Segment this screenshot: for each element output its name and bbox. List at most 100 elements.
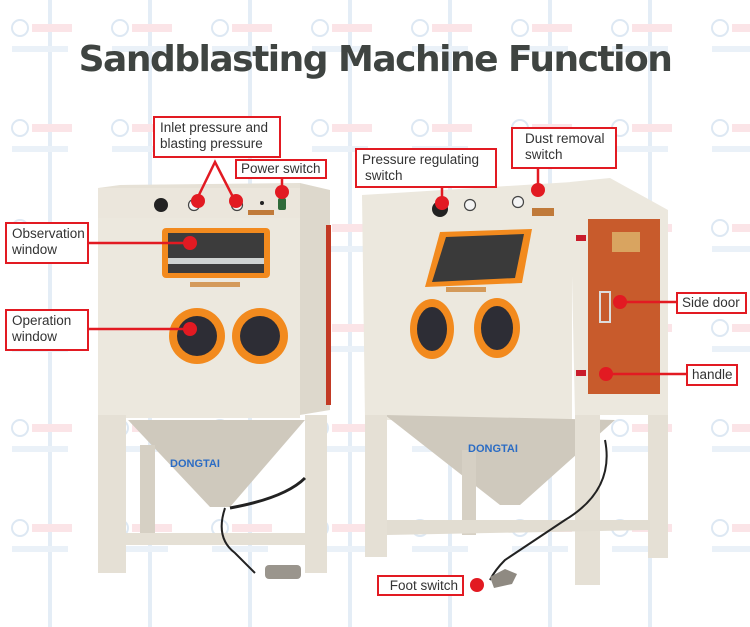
callout-dot bbox=[531, 183, 545, 197]
watermark-brand-mark bbox=[32, 424, 72, 432]
watermark-code-mark bbox=[712, 546, 750, 552]
watermark-code-mark bbox=[12, 546, 68, 552]
label-operation-line1: Operation bbox=[12, 313, 72, 328]
watermark-brand-mark bbox=[232, 24, 272, 32]
watermark-logo-mark bbox=[311, 19, 329, 37]
watermark-logo-mark bbox=[711, 219, 729, 237]
watermark-code-mark bbox=[312, 346, 368, 352]
watermark-code-mark bbox=[712, 246, 750, 252]
machine-brand-logo: DONGTAI bbox=[468, 443, 518, 455]
left-machine-side-door-edge bbox=[326, 225, 331, 405]
watermark-brand-mark bbox=[332, 24, 372, 32]
watermark-brand-mark bbox=[732, 224, 750, 232]
watermark-brand-mark bbox=[332, 424, 372, 432]
watermark-code-mark bbox=[112, 146, 168, 152]
watermark-brand-mark bbox=[732, 124, 750, 132]
nameplate bbox=[248, 210, 274, 215]
watermark-code-mark bbox=[512, 546, 568, 552]
callout-dot bbox=[183, 236, 197, 250]
left-machine-side-panel bbox=[300, 183, 330, 415]
power-switch-icon bbox=[278, 198, 286, 210]
callout-dot bbox=[229, 194, 243, 208]
leg bbox=[305, 415, 327, 573]
watermark-code-mark bbox=[12, 146, 68, 152]
watermark-code-mark bbox=[512, 46, 568, 52]
watermark-logo-mark bbox=[411, 119, 429, 137]
watermark-code-mark bbox=[12, 446, 68, 452]
page-title: Sandblasting Machine Function bbox=[78, 39, 673, 80]
watermark-logo-mark bbox=[11, 419, 29, 437]
label-dust-removal-switch: Dust removal switch bbox=[511, 127, 617, 169]
watermark-code-mark bbox=[712, 46, 750, 52]
callout-dot bbox=[183, 322, 197, 336]
watermark-logo-mark bbox=[711, 419, 729, 437]
callout-dot bbox=[470, 578, 484, 592]
observation-window-glass bbox=[168, 233, 264, 273]
watermark-logo-mark bbox=[611, 419, 629, 437]
leg bbox=[365, 415, 387, 557]
watermark-code-mark bbox=[612, 46, 668, 52]
watermark-brand-mark bbox=[532, 24, 572, 32]
watermark-code-mark bbox=[312, 146, 368, 152]
watermark-code-mark bbox=[712, 346, 750, 352]
watermark-logo-mark bbox=[311, 119, 329, 137]
watermark-brand-mark bbox=[732, 524, 750, 532]
watermark-logo-mark bbox=[611, 19, 629, 37]
watermark-brand-mark bbox=[32, 524, 72, 532]
label-inlet-pressure: Inlet pressure and blasting pressure bbox=[153, 116, 281, 158]
pressure-gauge-icon bbox=[463, 198, 477, 212]
watermark-brand-mark bbox=[732, 424, 750, 432]
label-pressure-regulating-switch: Pressure regulating switch bbox=[355, 148, 497, 188]
right-machine bbox=[362, 178, 668, 588]
foot-pedal-icon bbox=[265, 565, 301, 579]
foot-pedal-icon bbox=[490, 569, 517, 588]
label-observation-window: Observation window bbox=[5, 222, 89, 264]
watermark-logo-mark bbox=[111, 19, 129, 37]
label-inlet-line1: Inlet pressure and bbox=[160, 120, 269, 135]
watermark-code-mark bbox=[212, 46, 268, 52]
watermark-logo-mark bbox=[411, 19, 429, 37]
label-dust-line1: Dust removal bbox=[525, 131, 605, 146]
watermark-brand-mark bbox=[632, 24, 672, 32]
callout-dot bbox=[435, 196, 449, 210]
watermark-brand-mark bbox=[232, 524, 272, 532]
hopper bbox=[128, 420, 305, 507]
watermark-code-mark bbox=[612, 546, 668, 552]
watermark-brand-mark bbox=[432, 24, 472, 32]
label-side-door-text: Side door bbox=[682, 295, 740, 310]
label-side-door: Side door bbox=[676, 292, 747, 314]
label-pressure-reg-line2: switch bbox=[365, 168, 403, 183]
watermark-logo-mark bbox=[11, 119, 29, 137]
left-machine bbox=[98, 183, 331, 579]
callout-dot bbox=[275, 185, 289, 199]
watermark-brand-mark bbox=[332, 124, 372, 132]
watermark-code-mark bbox=[312, 246, 368, 252]
side-door-handle bbox=[599, 291, 611, 323]
watermark-logo-mark bbox=[711, 319, 729, 337]
watermark-code-mark bbox=[412, 546, 468, 552]
watermark-brand-mark bbox=[32, 24, 72, 32]
watermark-brand-mark bbox=[332, 524, 372, 532]
watermark-code-mark bbox=[212, 546, 268, 552]
label-observation-line2: window bbox=[12, 242, 58, 257]
label-power-switch: Power switch bbox=[235, 159, 327, 179]
watermark-code-mark bbox=[712, 446, 750, 452]
watermark-logo-mark bbox=[711, 19, 729, 37]
watermark-logo-mark bbox=[711, 119, 729, 137]
watermark-brand-mark bbox=[332, 224, 372, 232]
leg bbox=[575, 415, 600, 585]
watermark-code-mark bbox=[312, 46, 368, 52]
watermark-brand-mark bbox=[132, 124, 172, 132]
watermark-brand-mark bbox=[332, 324, 372, 332]
latch bbox=[576, 370, 586, 376]
watermark-brand-mark bbox=[732, 324, 750, 332]
watermark-line bbox=[348, 0, 352, 627]
frame-bar bbox=[126, 533, 306, 545]
watermark-logo-mark bbox=[211, 19, 229, 37]
label-foot-switch: Foot switch bbox=[377, 575, 464, 596]
watermark-logo-mark bbox=[111, 119, 129, 137]
frame-bar bbox=[387, 520, 650, 535]
label-handle: handle bbox=[686, 364, 738, 386]
label-foot-switch-text: Foot switch bbox=[389, 578, 458, 593]
